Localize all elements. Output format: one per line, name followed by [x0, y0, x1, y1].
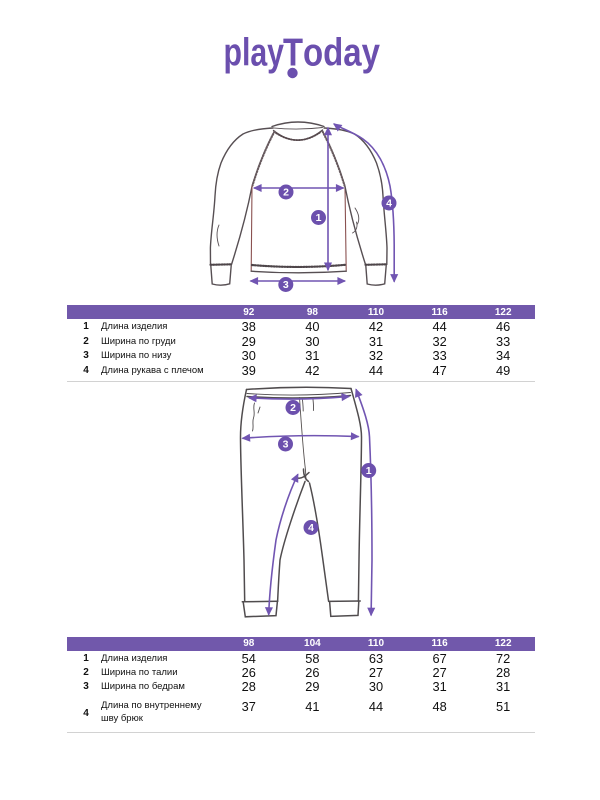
svg-text:4: 4 — [308, 522, 314, 534]
svg-text:1: 1 — [366, 465, 372, 477]
svg-text:oday: oday — [303, 32, 380, 75]
svg-text:4: 4 — [386, 198, 392, 210]
svg-text:play: play — [224, 32, 285, 75]
svg-text:T: T — [283, 32, 303, 75]
svg-text:2: 2 — [290, 402, 296, 414]
svg-text:3: 3 — [283, 439, 289, 451]
svg-text:2: 2 — [283, 187, 289, 199]
svg-text:3: 3 — [283, 279, 289, 291]
svg-text:1: 1 — [316, 212, 322, 224]
